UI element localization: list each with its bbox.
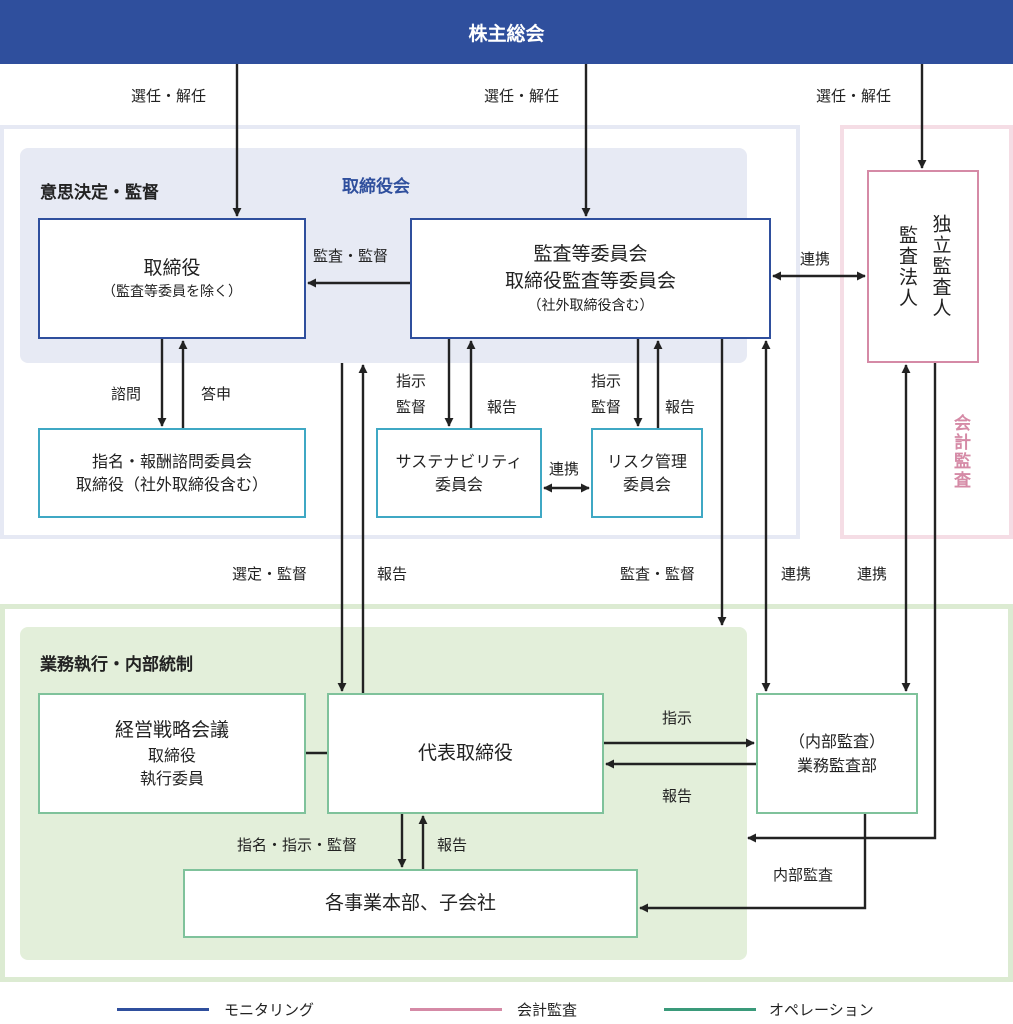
- risk-line2: 委員会: [622, 475, 671, 494]
- consult-label: 諮問: [111, 385, 142, 403]
- legend-line-accounting-audit: [410, 1008, 502, 1011]
- select-supervise-label: 選定・監督: [232, 565, 308, 583]
- sustainability-line2: 委員会: [434, 475, 483, 494]
- independent-auditor-box: 独立監査人 監査法人: [867, 170, 979, 363]
- instruct-sus-label-1: 指示: [396, 372, 427, 390]
- instruct-sus-label-2: 監督: [396, 398, 427, 416]
- report-risk-label: 報告: [665, 398, 696, 416]
- risk-line1: リスク管理: [606, 451, 687, 471]
- board-region: [0, 125, 800, 539]
- accounting-audit-label: 会計監査: [950, 414, 970, 490]
- audit-committee-line2: 取締役監査等委員会: [504, 270, 676, 293]
- report-ia-label: 報告: [662, 787, 693, 805]
- report-div-label: 報告: [437, 836, 468, 854]
- elect-label-1: 選任・解任: [131, 87, 207, 105]
- risk-committee-box: リスク管理 委員会: [591, 428, 703, 518]
- audit-supervise-label-2: 監査・監督: [620, 565, 696, 583]
- auditor-line1: 独立監査人: [929, 214, 952, 319]
- execution-region: [0, 604, 1013, 982]
- audit-committee-box: 監査等委員会 取締役監査等委員会 （社外取締役含む）: [410, 218, 771, 339]
- nominate-instruct-label: 指名・指示・監督: [237, 836, 358, 854]
- directors-box: 取締役 （監査等委員を除く）: [38, 218, 306, 339]
- audit-committee-sub: （社外取締役含む）: [527, 297, 654, 314]
- management-council-title: 経営戦略会議: [114, 718, 229, 741]
- elect-label-2: 選任・解任: [484, 87, 560, 105]
- internal-audit-label: 内部監査: [773, 866, 834, 884]
- coop-internal-label-2: 連携: [857, 565, 888, 583]
- instruct-risk-label-2: 監督: [591, 398, 622, 416]
- coop-internal-label-1: 連携: [781, 565, 812, 583]
- internal-audit-divisions-arrow: [639, 814, 867, 913]
- internal-audit-box: （内部監査） 業務監査部: [756, 693, 918, 814]
- legend: モニタリング 会計監査 オペレーション: [0, 996, 1013, 1024]
- nomination-line1: 指名・報酬諮問委員会: [91, 451, 252, 471]
- divisions-title: 各事業本部、子会社: [324, 891, 496, 914]
- audit-committee-line1: 監査等委員会: [533, 242, 648, 265]
- nomination-committee-box: 指名・報酬諮問委員会 取締役（社外取締役含む）: [38, 428, 306, 518]
- coop-auditor-label: 連携: [800, 250, 831, 268]
- directors-sub: （監査等委員を除く）: [102, 284, 242, 301]
- auditor-accounting-audit-arrow: [747, 363, 937, 843]
- nomination-line2: 取締役（社外取締役含む）: [75, 475, 268, 494]
- board-section-label: 取締役会: [342, 177, 410, 197]
- legend-label-operation: オペレーション: [769, 1001, 874, 1019]
- legend-label-accounting-audit: 会計監査: [517, 1001, 578, 1019]
- internal-audit-line2: 業務監査部: [796, 755, 877, 775]
- elect-label-3: 選任・解任: [816, 87, 892, 105]
- legend-line-operation: [664, 1008, 756, 1011]
- legend-label-monitoring: モニタリング: [224, 1001, 315, 1019]
- report-ceo-label: 報告: [377, 565, 408, 583]
- divisions-box: 各事業本部、子会社: [183, 869, 638, 938]
- auditor-line2: 監査法人: [896, 224, 918, 309]
- management-council-line1: 取締役: [147, 746, 196, 766]
- decision-section-label: 意思決定・監督: [40, 183, 159, 203]
- ceo-box: 代表取締役: [327, 693, 604, 814]
- execution-section-label: 業務執行・内部統制: [40, 655, 193, 675]
- audit-supervise-label: 監査・監督: [313, 247, 389, 265]
- report-sus-label: 報告: [487, 398, 518, 416]
- ceo-title: 代表取締役: [417, 741, 513, 764]
- directors-title: 取締役: [143, 256, 201, 279]
- management-council-line2: 執行委員: [139, 769, 204, 789]
- shareholders-meeting-header: 株主総会: [0, 0, 1013, 64]
- coop-committees-label: 連携: [549, 460, 580, 478]
- instruct-ia-label: 指示: [662, 709, 693, 727]
- sustainability-committee-box: サステナビリティ 委員会: [376, 428, 542, 518]
- shareholders-meeting-title: 株主総会: [468, 22, 545, 45]
- internal-audit-line1: （内部監査）: [788, 732, 885, 752]
- legend-line-monitoring: [117, 1008, 209, 1011]
- instruct-risk-label-1: 指示: [591, 372, 622, 390]
- management-council-box: 経営戦略会議 取締役 執行委員: [38, 693, 306, 814]
- sustainability-line1: サステナビリティ: [395, 451, 523, 471]
- accounting-audit-region: [840, 125, 1013, 539]
- reply-label: 答申: [201, 385, 232, 403]
